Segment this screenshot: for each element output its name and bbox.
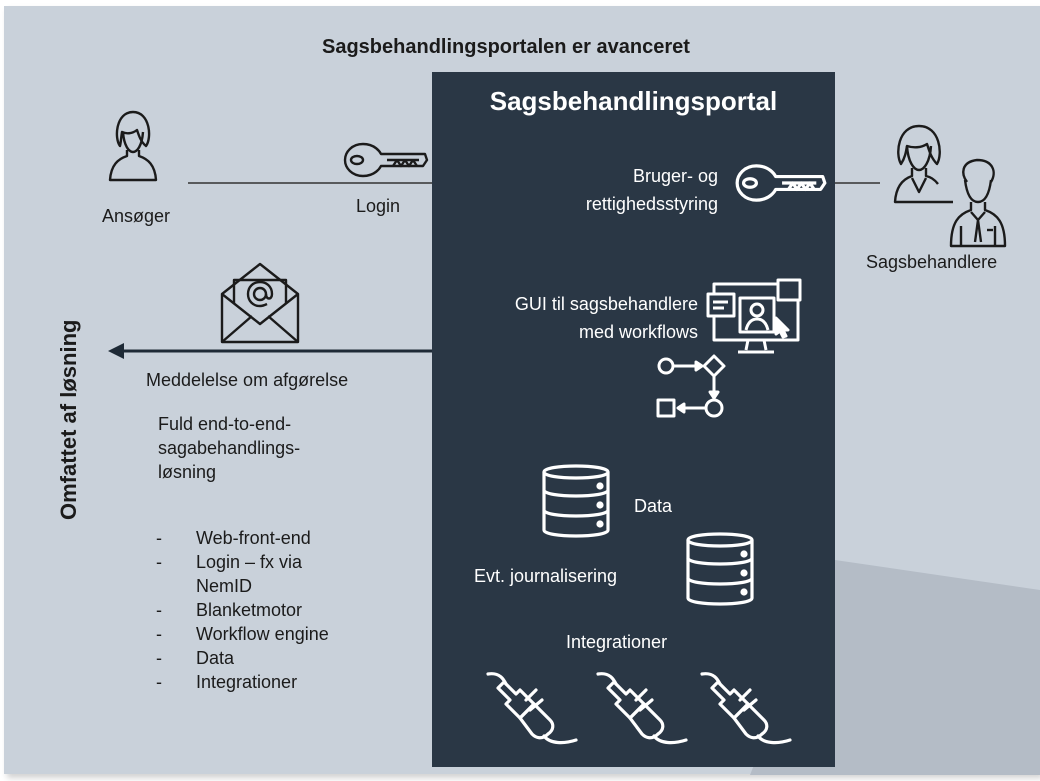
integrations-label: Integrationer (566, 632, 668, 652)
page-title: Sagsbehandlingsportalen er avanceret (322, 36, 690, 58)
full-solution-text: Fuld end-to-end- sagabehandlings- løsnin… (158, 412, 300, 484)
key-icon (735, 164, 827, 202)
list-item: -Data (156, 648, 235, 668)
journal-label: Evt. journalisering (474, 566, 618, 586)
plug-icon (486, 672, 578, 745)
user-rights-label: Bruger- og rettighedsstyring (585, 166, 718, 214)
list-item: -Web-front-end (156, 528, 311, 548)
caseworkers-label: Sagsbehandlere (866, 252, 998, 272)
key-icon (343, 142, 429, 178)
scope-label: Omfattet af løsning (56, 319, 81, 520)
data-label: Data (634, 496, 673, 516)
monitor-user-icon (706, 278, 802, 354)
full-solution-line: sagabehandlings- (158, 438, 301, 458)
list-item: -Blanketmotor (156, 600, 303, 620)
person-woman-icon (108, 110, 158, 182)
workflow-icon (656, 354, 726, 418)
database-icon (542, 464, 610, 538)
full-solution-line: løsning (158, 462, 217, 482)
full-solution-line: Fuld end-to-end- (158, 414, 292, 434)
envelope-icon (220, 262, 300, 344)
portal-box (432, 72, 835, 767)
applicant-label: Ansøger (102, 206, 171, 226)
people-icon (893, 124, 1007, 248)
list-item: -Workflow engine (156, 624, 329, 644)
notice-label: Meddelelse om afgørelse (146, 370, 349, 390)
portal-title: Sagsbehandlingsportal (489, 86, 778, 116)
list-item: -Integrationer (156, 672, 298, 692)
login-label: Login (356, 196, 401, 216)
plug-icon (700, 672, 792, 745)
plug-icon (596, 672, 688, 745)
gui-label: GUI til sagsbehandlere med workflows (514, 294, 698, 342)
database-icon (686, 532, 754, 606)
